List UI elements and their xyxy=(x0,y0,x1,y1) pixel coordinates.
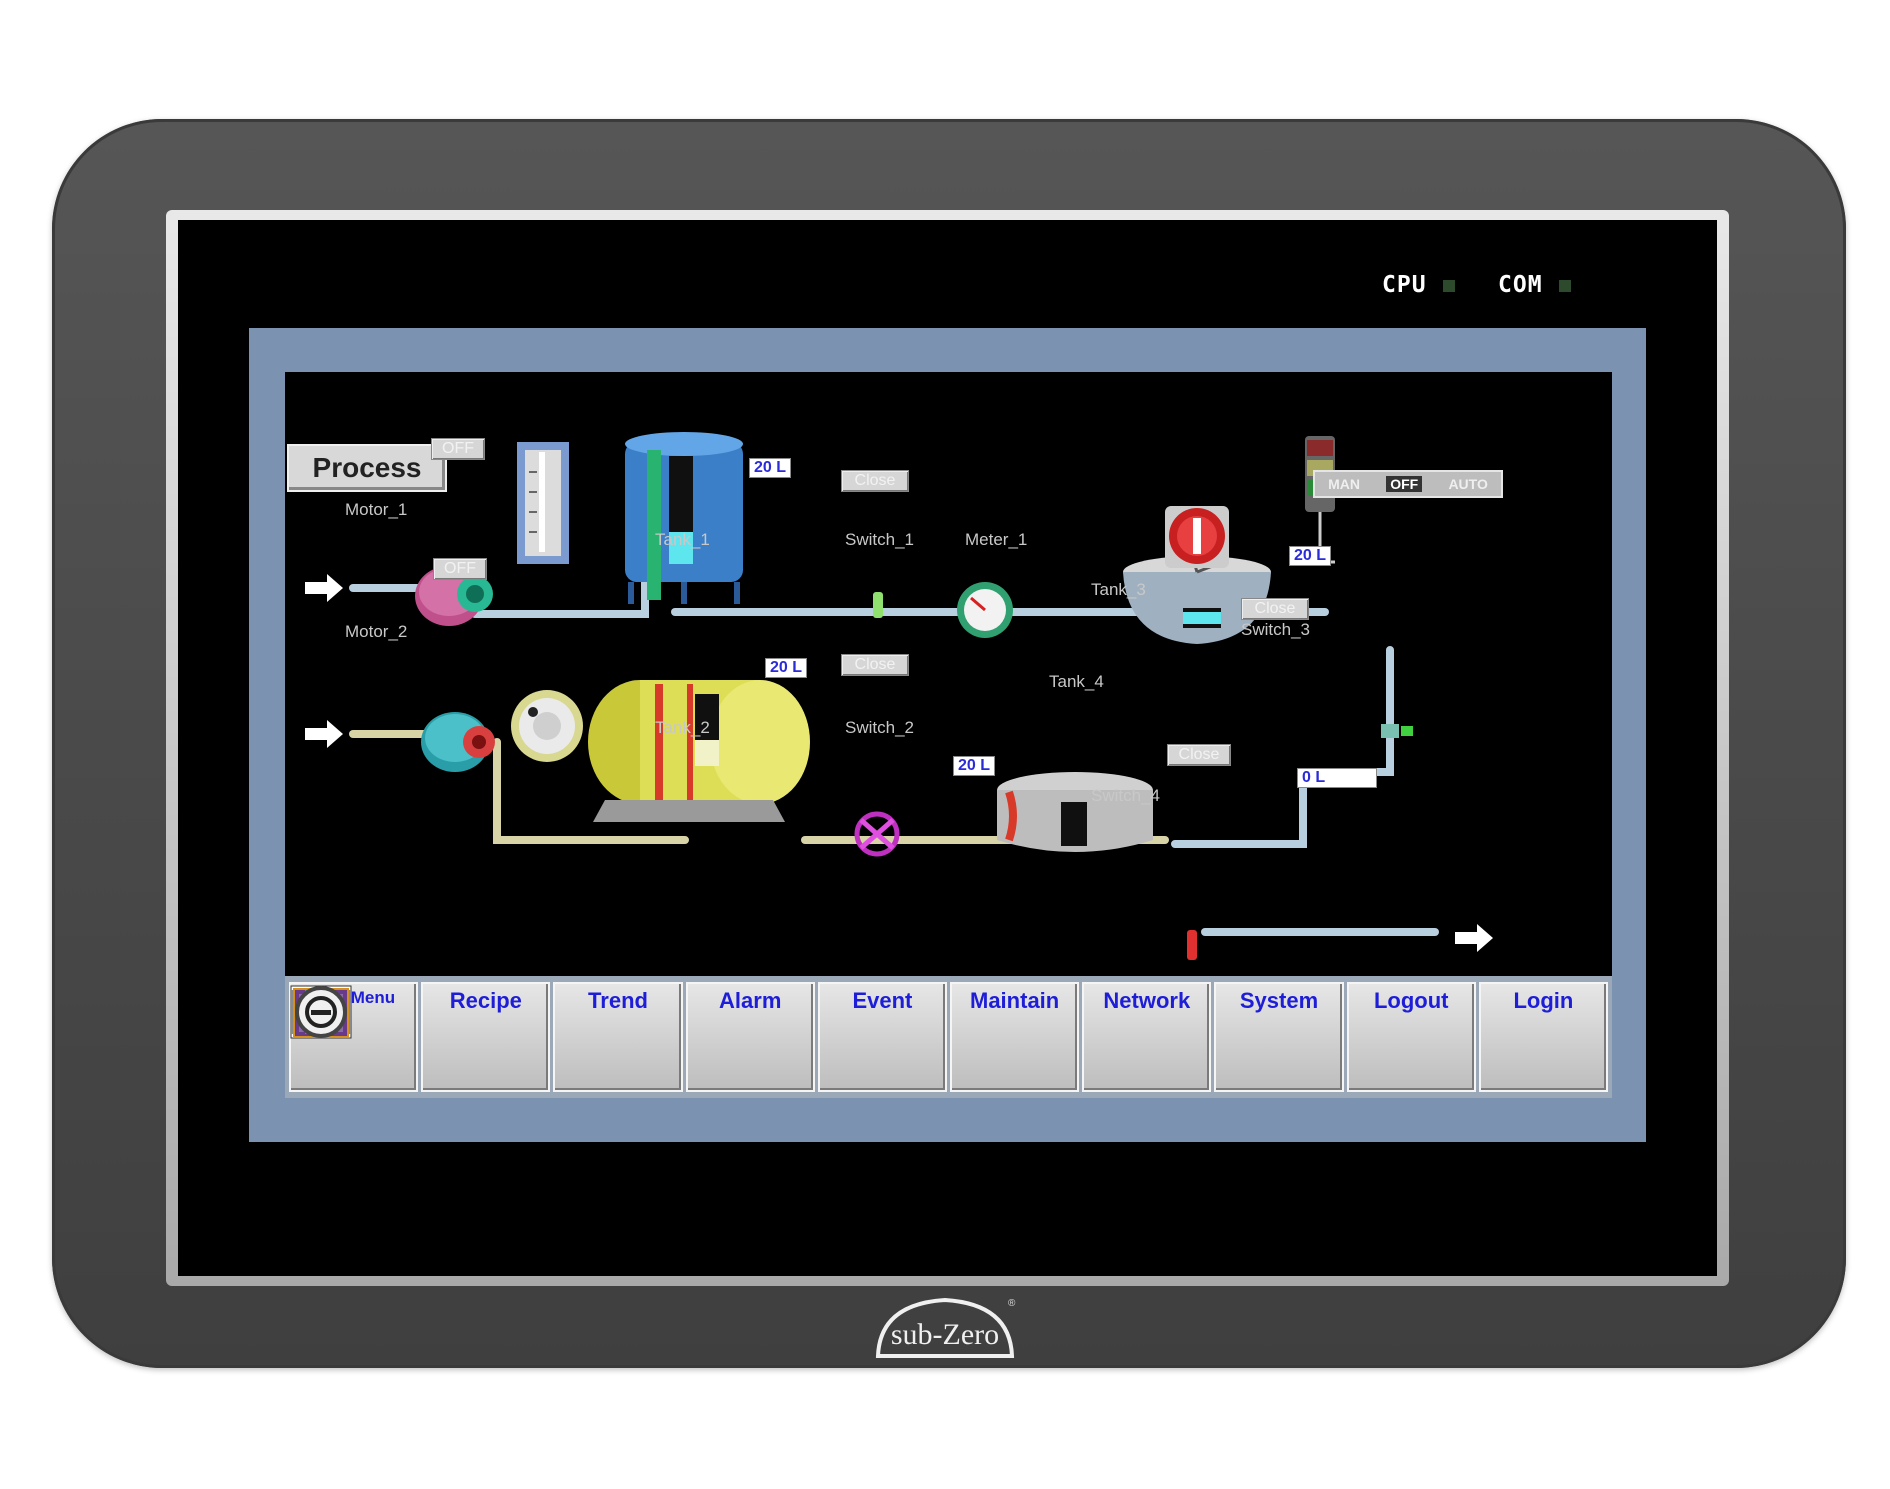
svg-text:®: ® xyxy=(1008,1298,1016,1309)
brand-logo: sub-Zero ® xyxy=(875,1297,1016,1358)
switch-1-icon xyxy=(873,592,883,618)
nav-label: Recipe xyxy=(449,988,522,1013)
bottom-nav: MainMenu Recipe Trend Alarm Event Mainta… xyxy=(285,976,1612,1098)
mode-auto[interactable]: AUTO xyxy=(1448,476,1488,492)
inlet-arrows xyxy=(305,574,1493,952)
outlet-arrow-icon xyxy=(1455,924,1493,952)
output-value: 0 L xyxy=(1297,768,1377,788)
nav-system[interactable]: System S xyxy=(295,982,1344,1092)
process-screen: Process OFF OFF Motor_1 Motor_2 20 L Tan… xyxy=(285,372,1612,1098)
tank-2-level: 20 L xyxy=(765,658,808,678)
tank-1-icon xyxy=(625,432,743,604)
nav-trend[interactable]: Trend xyxy=(290,982,683,1092)
nav-label: Alarm xyxy=(719,988,782,1013)
switch-3-state-button[interactable]: Close xyxy=(1241,598,1309,620)
switch-4-state-button[interactable]: Close xyxy=(1167,744,1231,766)
switch-2-icon xyxy=(854,811,900,857)
motor-1-label: Motor_1 xyxy=(345,500,408,519)
tank-3-icon xyxy=(1123,551,1271,644)
motor-1-icon xyxy=(415,566,493,626)
nav-label: Maintain xyxy=(970,988,1060,1013)
nav-recipe[interactable]: Recipe xyxy=(296,982,551,1092)
mode-man[interactable]: MAN xyxy=(1328,476,1360,492)
mode-off[interactable]: OFF xyxy=(1386,476,1423,492)
switch-4-label: Switch_4 xyxy=(1091,786,1160,805)
nav-label: System xyxy=(1239,988,1319,1013)
level-indicator-icon xyxy=(517,442,569,564)
com-indicator-label: COM xyxy=(1498,272,1543,298)
inlet-2-arrow-icon xyxy=(305,720,343,748)
brand-text: sub-Zero xyxy=(891,1318,999,1351)
tank-1-label: Tank_1 xyxy=(655,530,710,549)
nav-label: Trend xyxy=(588,988,648,1013)
tank-2-label: Tank_2 xyxy=(655,718,710,737)
switch-3-icon xyxy=(1381,724,1413,738)
motor-1-state-button[interactable]: OFF xyxy=(431,438,485,460)
meter-1-label: Meter_1 xyxy=(965,530,1028,549)
login-icon xyxy=(295,986,347,1038)
meter-1-icon xyxy=(957,582,1013,638)
mode-selector[interactable]: MAN OFF AUTO xyxy=(1313,470,1503,498)
tank-4-label: Tank_4 xyxy=(1049,672,1104,691)
nav-label: Login xyxy=(1513,988,1574,1013)
cpu-indicator-label: CPU xyxy=(1382,272,1427,298)
process-diagram xyxy=(305,432,1493,960)
switch-1-label: Switch_1 xyxy=(845,530,914,549)
motor-2-state-button[interactable]: OFF xyxy=(433,558,487,580)
nav-maintain[interactable]: Maintain xyxy=(293,982,1080,1092)
nav-event[interactable]: Event xyxy=(291,982,948,1092)
signal-tower-icon xyxy=(1305,436,1335,564)
page-title: Process xyxy=(287,444,447,492)
switch-2-label: Switch_2 xyxy=(845,718,914,737)
cpu-led xyxy=(1443,280,1455,292)
nav-alarm[interactable]: Alarm xyxy=(293,982,815,1092)
nav-network[interactable]: Network xyxy=(297,982,1212,1092)
tank-3-label: Tank_3 xyxy=(1091,580,1146,599)
switch-4-icon xyxy=(1187,930,1197,960)
nav-login[interactable]: Login xyxy=(295,982,1609,1092)
switch-3-label: Switch_3 xyxy=(1241,620,1310,639)
tank-3-level: 20 L xyxy=(1289,546,1332,566)
motor-2-label: Motor_2 xyxy=(345,622,408,641)
tank-1-level: 20 L xyxy=(749,458,792,478)
nav-logout[interactable]: Logout xyxy=(305,982,1476,1092)
gauge-icon xyxy=(511,690,583,762)
tank-2-icon xyxy=(588,680,810,822)
nav-label: Event xyxy=(852,988,913,1013)
nav-label: Network xyxy=(1103,988,1191,1013)
inlet-1-arrow-icon xyxy=(305,574,343,602)
nav-label: Logout xyxy=(1373,988,1449,1013)
com-led xyxy=(1559,280,1571,292)
tank-4-icon xyxy=(997,772,1153,852)
tank-4-level: 20 L xyxy=(953,756,996,776)
motor-2-icon xyxy=(421,712,495,772)
emergency-stop-icon xyxy=(1165,506,1229,568)
switch-2-state-button[interactable]: Close xyxy=(841,654,909,676)
switch-1-state-button[interactable]: Close xyxy=(841,470,909,492)
